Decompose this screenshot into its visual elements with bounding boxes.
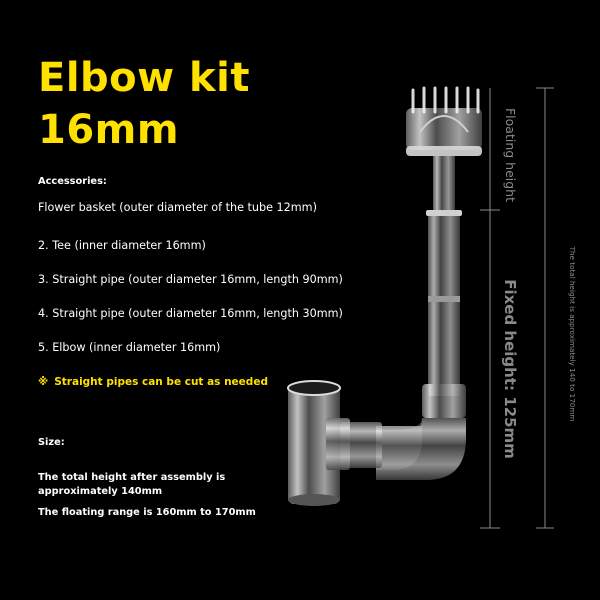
accessory-item-5: 5. Elbow (inner diameter 16mm) xyxy=(38,341,221,354)
size-line-3: The floating range is 160mm to 170mm xyxy=(38,507,256,518)
total-height-label: The total height is approximately 140 to… xyxy=(568,246,577,422)
tee xyxy=(287,380,350,506)
cut-note-text: Straight pipes can be cut as needed xyxy=(54,376,268,388)
accessory-item-3: 3. Straight pipe (outer diameter 16mm, l… xyxy=(38,273,343,286)
accessory-item-2: 2. Tee (inner diameter 16mm) xyxy=(38,239,206,252)
fixed-height-label: Fixed height: 125mm xyxy=(501,279,519,459)
floating-height-label: Floating height xyxy=(503,107,518,203)
accessory-item-1: Flower basket (outer diameter of the tub… xyxy=(38,201,317,214)
accessories-heading: Accessories: xyxy=(38,176,107,187)
size-line-2: approximately 140mm xyxy=(38,486,163,497)
title-line-1: Elbow kit xyxy=(38,55,250,101)
straight-pipe xyxy=(426,210,462,396)
accessory-item-4: 4. Straight pipe (outer diameter 16mm, l… xyxy=(38,307,343,320)
inner-tube xyxy=(433,156,455,216)
connector-pipe xyxy=(340,422,382,468)
elbow xyxy=(376,384,466,480)
title-line-2: 16mm xyxy=(38,107,180,153)
size-line-1: The total height after assembly is xyxy=(38,472,226,483)
reference-mark-icon: ※ xyxy=(38,376,49,388)
size-heading: Size: xyxy=(38,437,65,448)
title: Elbow kit 16mm xyxy=(38,52,250,156)
cut-note: ※ Straight pipes can be cut as needed xyxy=(38,376,268,388)
flower-basket xyxy=(406,86,482,156)
dimension-lines xyxy=(480,87,554,529)
